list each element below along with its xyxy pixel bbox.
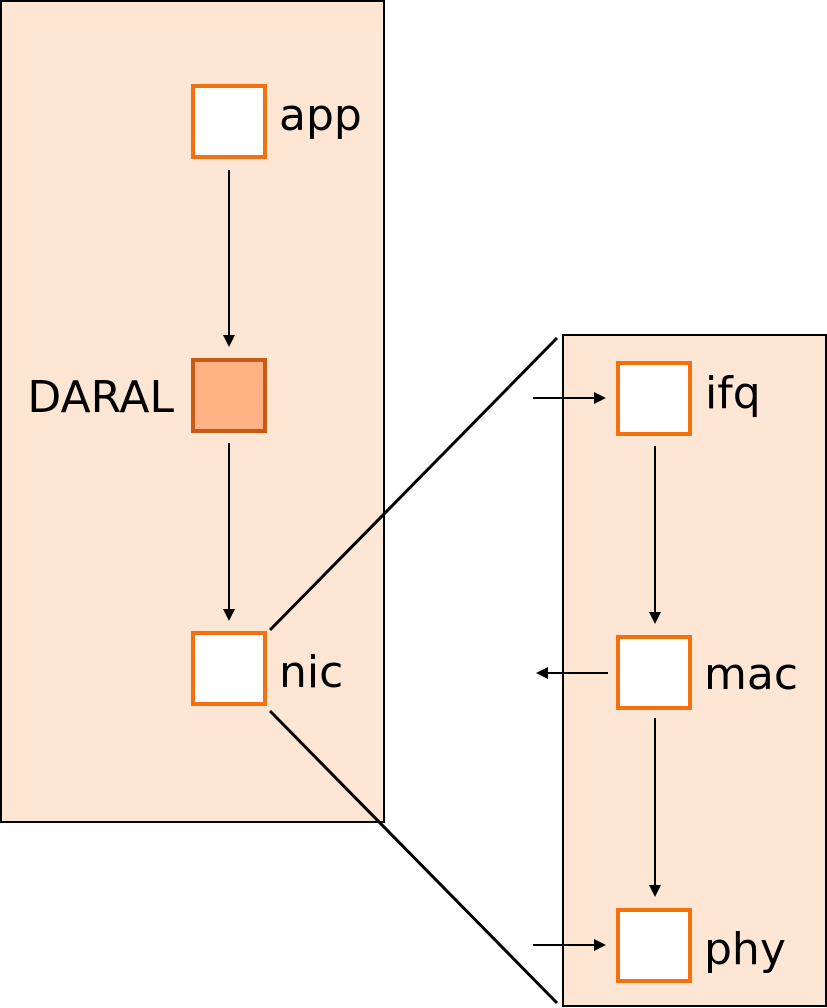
node-daral-label: DARAL <box>27 372 174 423</box>
node-mac-label: mac <box>704 649 798 700</box>
node-phy-label: phy <box>704 924 786 975</box>
node-ifq <box>616 361 692 436</box>
zoom-line-top <box>268 336 559 632</box>
node-daral <box>191 358 267 433</box>
node-app-label: app <box>279 90 362 141</box>
zoom-line-bottom <box>268 709 559 1005</box>
node-mac <box>616 635 692 710</box>
node-ifq-label: ifq <box>705 368 761 419</box>
node-nic <box>191 631 267 706</box>
node-app <box>191 84 267 159</box>
node-phy <box>616 908 692 983</box>
node-nic-label: nic <box>279 647 343 698</box>
right-panel <box>562 334 827 1007</box>
